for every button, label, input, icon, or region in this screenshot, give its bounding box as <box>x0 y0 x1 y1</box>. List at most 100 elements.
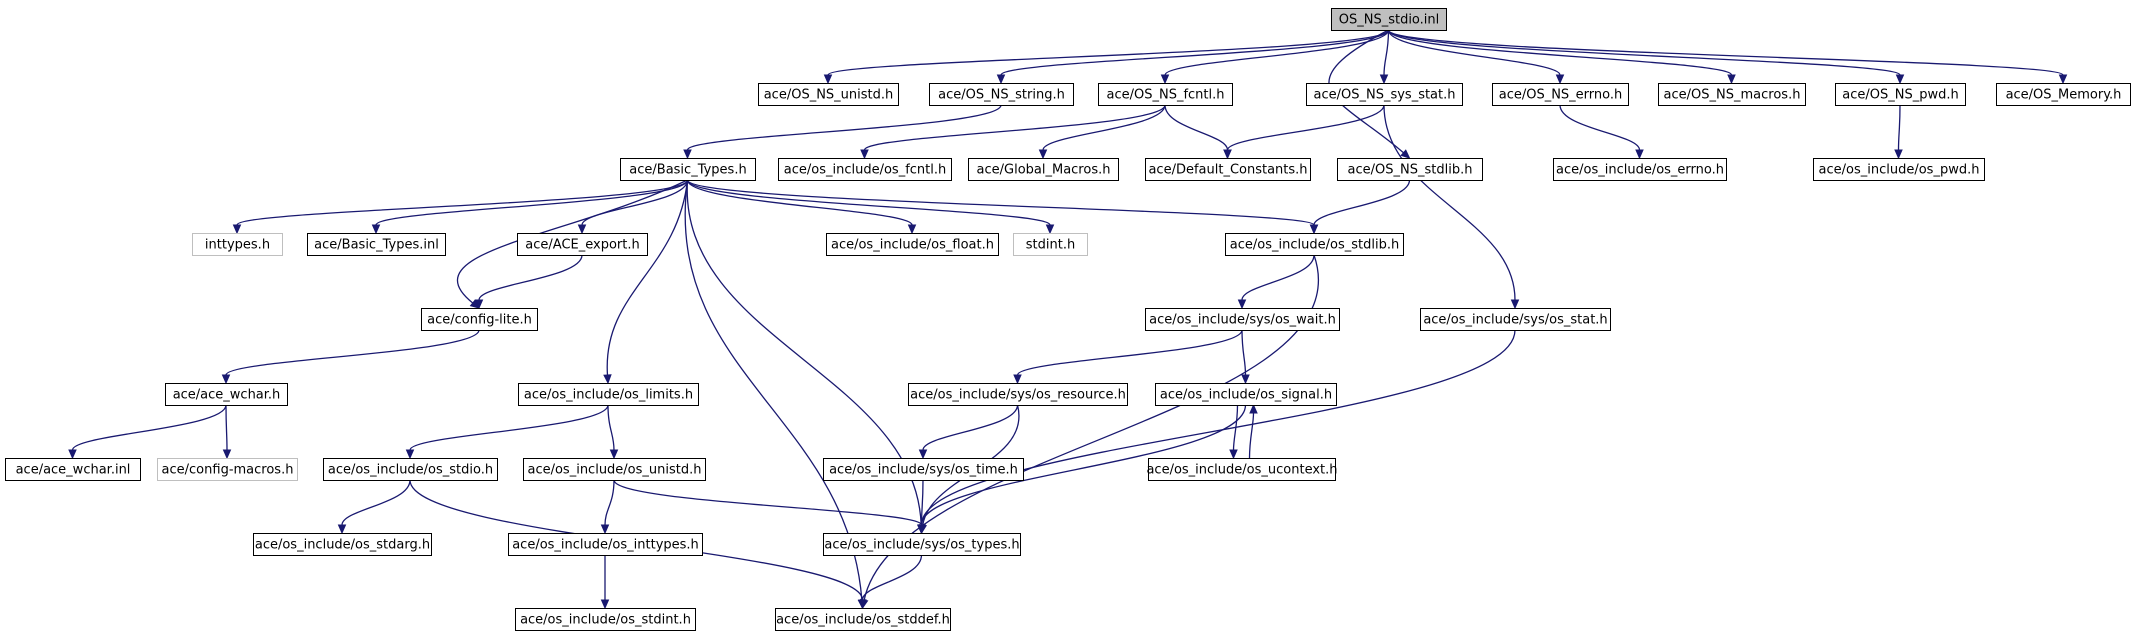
node-os-float[interactable]: ace/os_include/os_float.h <box>826 233 999 256</box>
edge-line <box>1042 104 1166 151</box>
node-os-limits[interactable]: ace/os_include/os_limits.h <box>518 383 699 406</box>
edge-line <box>478 254 583 301</box>
node-global-macros[interactable]: ace/Global_Macros.h <box>968 158 1119 181</box>
arrowhead <box>1635 149 1644 160</box>
node-ns-errno[interactable]: ace/OS_NS_errno.h <box>1492 83 1629 106</box>
node-os-wait[interactable]: ace/os_include/sys/os_wait.h <box>1145 308 1340 331</box>
edge-line <box>1248 412 1255 459</box>
edge-line <box>1559 104 1641 151</box>
edge-line <box>456 179 688 304</box>
node-box <box>620 158 756 181</box>
edge-sys-os-stat-to-sys-types <box>917 329 1516 535</box>
node-os-stdio[interactable]: ace/os_include/os_stdio.h <box>323 458 498 481</box>
node-os-stddef[interactable]: ace/os_include/os_stddef.h <box>775 608 951 631</box>
arrowhead <box>1241 374 1250 385</box>
edge-line <box>581 179 689 226</box>
edge-sys-types-to-os-stddef <box>858 554 923 610</box>
node-ns-unistd[interactable]: ace/OS_NS_unistd.h <box>758 83 899 106</box>
file-nodes: OS_NS_stdio.inl ace/OS_NS_unistd.h ace/OS_… <box>5 8 2131 631</box>
arrowhead <box>858 599 867 610</box>
node-label: ace/os_include/sys/os_resource.h <box>910 388 1126 403</box>
edge-line <box>686 104 1002 151</box>
node-os-ucontext[interactable]: ace/os_include/os_ucontext.h <box>1146 458 1338 481</box>
node-box <box>1553 158 1727 181</box>
node-ace-export[interactable]: ace/ACE_export.h <box>517 233 648 256</box>
node-config-lite[interactable]: ace/config-lite.h <box>421 308 538 331</box>
node-root[interactable]: OS_NS_stdio.inl <box>1331 8 1447 31</box>
edge-os-limits-to-os-unistd <box>607 404 619 460</box>
node-label: ace/os_include/os_stdlib.h <box>1230 238 1399 253</box>
node-box <box>1306 83 1463 106</box>
node-box <box>823 458 1024 481</box>
arrowhead <box>1038 149 1048 160</box>
node-box <box>1098 83 1233 106</box>
node-box <box>908 383 1128 406</box>
node-sys-types[interactable]: ace/os_include/sys/os_types.h <box>823 533 1021 556</box>
node-os-stdint[interactable]: ace/os_include/os_stdint.h <box>515 608 696 631</box>
node-ns-macros[interactable]: ace/OS_NS_macros.h <box>1658 83 1806 106</box>
edge-line <box>1387 29 2064 76</box>
edge-line <box>1000 29 1390 76</box>
edge-line <box>686 179 1051 226</box>
node-box <box>1996 83 2131 106</box>
node-os-unistd[interactable]: ace/os_include/os_unistd.h <box>523 458 706 481</box>
node-os-signal[interactable]: ace/os_include/os_signal.h <box>1155 383 1337 406</box>
node-default-constants[interactable]: ace/Default_Constants.h <box>1145 158 1311 181</box>
node-ace-wchar-inl[interactable]: ace/ace_wchar.inl <box>5 458 141 481</box>
edge-os-time-to-sys-types <box>917 479 926 535</box>
node-box <box>5 458 141 481</box>
edge-line <box>71 404 227 451</box>
node-basic-types-inl[interactable]: ace/Basic_Types.inl <box>307 233 446 256</box>
node-ns-sys-stat[interactable]: ace/OS_NS_sys_stat.h <box>1306 83 1463 106</box>
edge-line <box>1016 329 1243 376</box>
edge-basic-types-to-stdint <box>686 179 1055 235</box>
node-label: ace/OS_NS_stdlib.h <box>1348 163 1473 178</box>
edge-root-to-ns-macros <box>1387 29 1736 85</box>
node-os-time[interactable]: ace/os_include/sys/os_time.h <box>823 458 1024 481</box>
node-box <box>1331 8 1447 31</box>
node-label: ace/ace_wchar.h <box>173 388 281 403</box>
node-ns-fcntl[interactable]: ace/OS_NS_fcntl.h <box>1098 83 1233 106</box>
node-os-stdlib[interactable]: ace/os_include/os_stdlib.h <box>1225 233 1404 256</box>
node-box <box>968 158 1119 181</box>
node-os-errno[interactable]: ace/os_include/os_errno.h <box>1553 158 1727 181</box>
node-os-stdarg[interactable]: ace/os_include/os_stdarg.h <box>253 533 432 556</box>
node-os-memory[interactable]: ace/OS_Memory.h <box>1996 83 2131 106</box>
node-box <box>1420 308 1611 331</box>
node-ace-wchar[interactable]: ace/ace_wchar.h <box>165 383 288 406</box>
edge-basic-types-to-basic-types-inl <box>371 179 689 235</box>
edge-ace-export-to-config-lite <box>474 254 583 310</box>
arrowhead <box>405 449 415 460</box>
edge-line <box>686 179 1315 226</box>
node-box <box>1225 233 1404 256</box>
arrowhead <box>918 449 928 460</box>
node-box <box>307 233 446 256</box>
edge-root-to-ns-string <box>996 29 1390 85</box>
node-ns-pwd[interactable]: ace/OS_NS_pwd.h <box>1835 83 1966 106</box>
node-config-macros: ace/config-macros.h <box>157 458 298 481</box>
edge-basic-types-to-ace-export <box>577 179 689 235</box>
node-ns-stdlib[interactable]: ace/OS_NS_stdlib.h <box>1337 158 1483 181</box>
node-box <box>165 383 288 406</box>
edge-ns-fcntl-to-default-constants <box>1164 104 1232 160</box>
edge-line <box>1387 29 1901 76</box>
node-box <box>826 233 999 256</box>
dependency-edges <box>68 29 2068 610</box>
node-box <box>157 458 298 481</box>
edge-line <box>1226 104 1385 151</box>
node-label: ace/OS_NS_macros.h <box>1664 88 1801 103</box>
node-basic-types[interactable]: ace/Basic_Types.h <box>620 158 756 181</box>
arrowhead <box>68 449 77 460</box>
node-os-resource[interactable]: ace/os_include/sys/os_resource.h <box>908 383 1128 406</box>
node-sys-os-stat[interactable]: ace/os_include/sys/os_stat.h <box>1420 308 1611 331</box>
node-os-fcntl[interactable]: ace/os_include/os_fcntl.h <box>778 158 952 181</box>
edge-root-to-ns-unistd <box>823 29 1390 85</box>
node-ns-string[interactable]: ace/OS_NS_string.h <box>929 83 1074 106</box>
edge-os-stdio-to-os-stdarg <box>337 479 411 535</box>
node-os-inttypes[interactable]: ace/os_include/os_inttypes.h <box>508 533 703 556</box>
node-label: ace/os_include/os_unistd.h <box>527 463 701 478</box>
node-os-pwd[interactable]: ace/os_include/os_pwd.h <box>1813 158 1985 181</box>
edge-ns-fcntl-to-global-macros <box>1038 104 1166 160</box>
arrowhead <box>1895 74 1905 85</box>
node-box <box>929 83 1074 106</box>
